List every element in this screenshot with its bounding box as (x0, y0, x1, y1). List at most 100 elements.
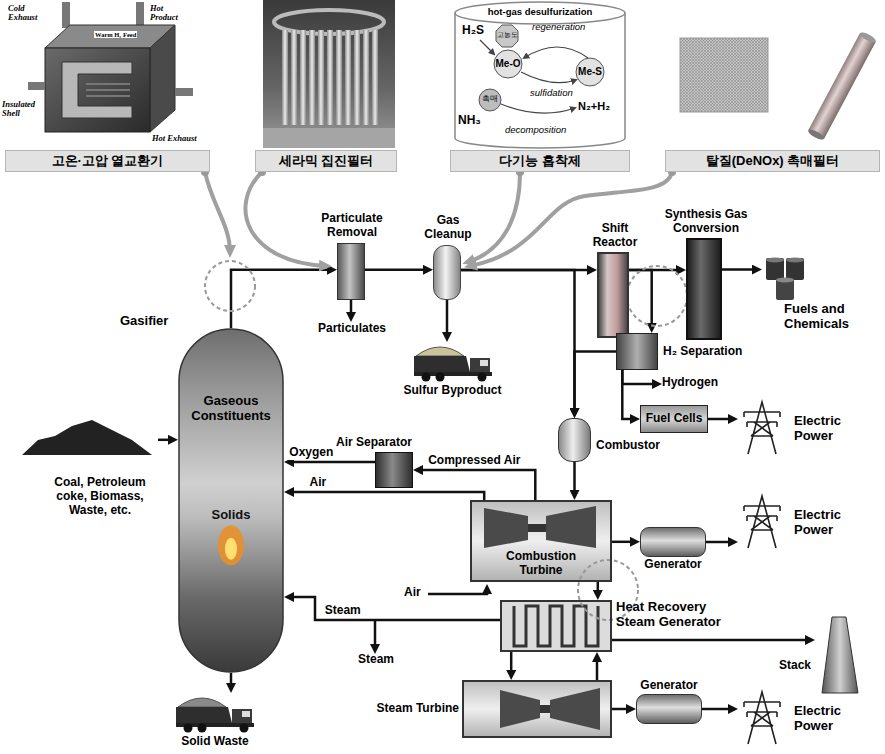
drawing-part (521, 72, 576, 83)
drawing-part (422, 373, 431, 382)
power-output: Electric Power (738, 492, 868, 550)
node-label: Stack (779, 659, 811, 673)
flow-arrow (702, 708, 734, 711)
drawing-part (858, 31, 877, 45)
node-label: Gasifier (120, 314, 168, 329)
chemical-label: NH₃ (458, 114, 481, 127)
flow-arrow (288, 597, 500, 620)
power-output: Electric Power (738, 398, 868, 456)
waste-output: Solid Waste (170, 693, 260, 751)
chemical-label: Me-S (576, 66, 604, 77)
drawing-part (524, 47, 588, 58)
output-label: Hydrogen (662, 376, 732, 392)
particulate-filter: Particulate Removal (337, 243, 365, 300)
drawing-part (480, 40, 494, 54)
heat-exchanger-picture (28, 2, 193, 132)
node-label: Solid Waste (160, 735, 270, 749)
image-caption: 다기능 흡착제 (450, 150, 630, 172)
image-caption: 고온·고압 열교환기 (5, 150, 210, 172)
drawing-part (436, 373, 445, 382)
node-label: Coal, Petroleum coke, Biomass, Waste, et… (48, 476, 152, 517)
dump-truck (414, 347, 492, 382)
part-label: Warm H₂ Feed (94, 31, 137, 38)
drawing-part (494, 50, 522, 78)
node-label: Hydrogen (662, 376, 732, 390)
drawing-part (496, 25, 518, 47)
flow-arrow (612, 639, 811, 642)
drawing-part (176, 707, 232, 723)
drawing-part (263, 128, 395, 148)
shift-reactor: Shift Reactor (597, 252, 629, 338)
feedstock-pile (22, 420, 152, 455)
part-label: Cold Exhaust (8, 4, 48, 23)
edge-label: Steam (323, 604, 363, 618)
drawing-part (240, 724, 249, 733)
ceramic-filter-photo (263, 0, 395, 148)
node-label: Generator (631, 558, 715, 572)
image-caption: 세라믹 집진필터 (255, 150, 397, 172)
node-label: Particulate Removal (302, 212, 402, 240)
drawing-part (178, 698, 226, 707)
drawing-part (786, 258, 804, 280)
part-label: Hot Exhaust (152, 134, 197, 143)
power-tower (744, 496, 780, 548)
drawing-part (327, 30, 333, 125)
desulfurization-picture (455, 2, 625, 148)
flow-arrow (365, 269, 429, 272)
drawing-part (528, 524, 546, 532)
drawing-part (62, 2, 70, 28)
gas-cleanup-vessel: Gas Cleanup (433, 245, 461, 300)
dump-truck (176, 698, 254, 733)
gasifier-vessel: GasifierGaseous ConstituentsSolids (178, 328, 284, 673)
chemical-label: H₂S (462, 24, 484, 37)
flow-arrow (230, 673, 233, 689)
drawing-part (470, 500, 612, 582)
drawing-part (242, 711, 250, 717)
chemical-label: 촉매 (479, 95, 501, 104)
synthesis-reactor: Synthesis Gas Conversion (686, 238, 722, 340)
air-inlet-line (428, 588, 487, 594)
output-label: Particulates (312, 322, 392, 338)
flow-arrow (231, 270, 333, 328)
drawing-part (766, 258, 784, 263)
flow-arrow (446, 300, 449, 338)
drawing-part (245, 172, 326, 266)
node-label: H₂ Separation (663, 345, 742, 359)
flow-arrow (706, 541, 734, 544)
node-label: Steam Turbine (377, 702, 459, 716)
flow-arrow (573, 462, 576, 496)
power-output: Electric Power (738, 688, 868, 746)
node-label: Electric Power (794, 414, 864, 444)
fuel-barrels (766, 258, 804, 301)
drawing-part (62, 62, 132, 118)
drawing-part (354, 30, 360, 125)
drawing-part (766, 258, 784, 280)
drawing-part (744, 496, 780, 548)
node-label: Shift Reactor (585, 222, 645, 250)
drawing-part (309, 30, 315, 125)
drawing-part (480, 360, 488, 366)
steam-branch-line (374, 621, 377, 650)
flow-arrow (622, 370, 636, 419)
drawing-part (184, 724, 193, 733)
flow-arrow (350, 300, 353, 318)
steam-turbine-picture (462, 680, 612, 738)
node-label: Gas Cleanup (413, 214, 483, 242)
flow-arrow (158, 439, 174, 442)
flow-arrow (597, 582, 600, 596)
edge-label: Air (308, 476, 329, 490)
drawing-part (28, 82, 45, 90)
drawing-part (225, 538, 237, 560)
drawing-part (198, 724, 207, 733)
flow-arrow (288, 492, 484, 500)
flow-arrow (288, 461, 375, 464)
flow-arrow (708, 418, 734, 421)
process-label: decomposition (505, 125, 566, 135)
node-label: Electric Power (794, 704, 864, 734)
air-separator: Air Separator (375, 452, 413, 488)
drawing-part (232, 709, 252, 723)
image-caption: 탈질(DeNOx) 촉매필터 (665, 150, 880, 172)
drawing-part (550, 688, 600, 730)
